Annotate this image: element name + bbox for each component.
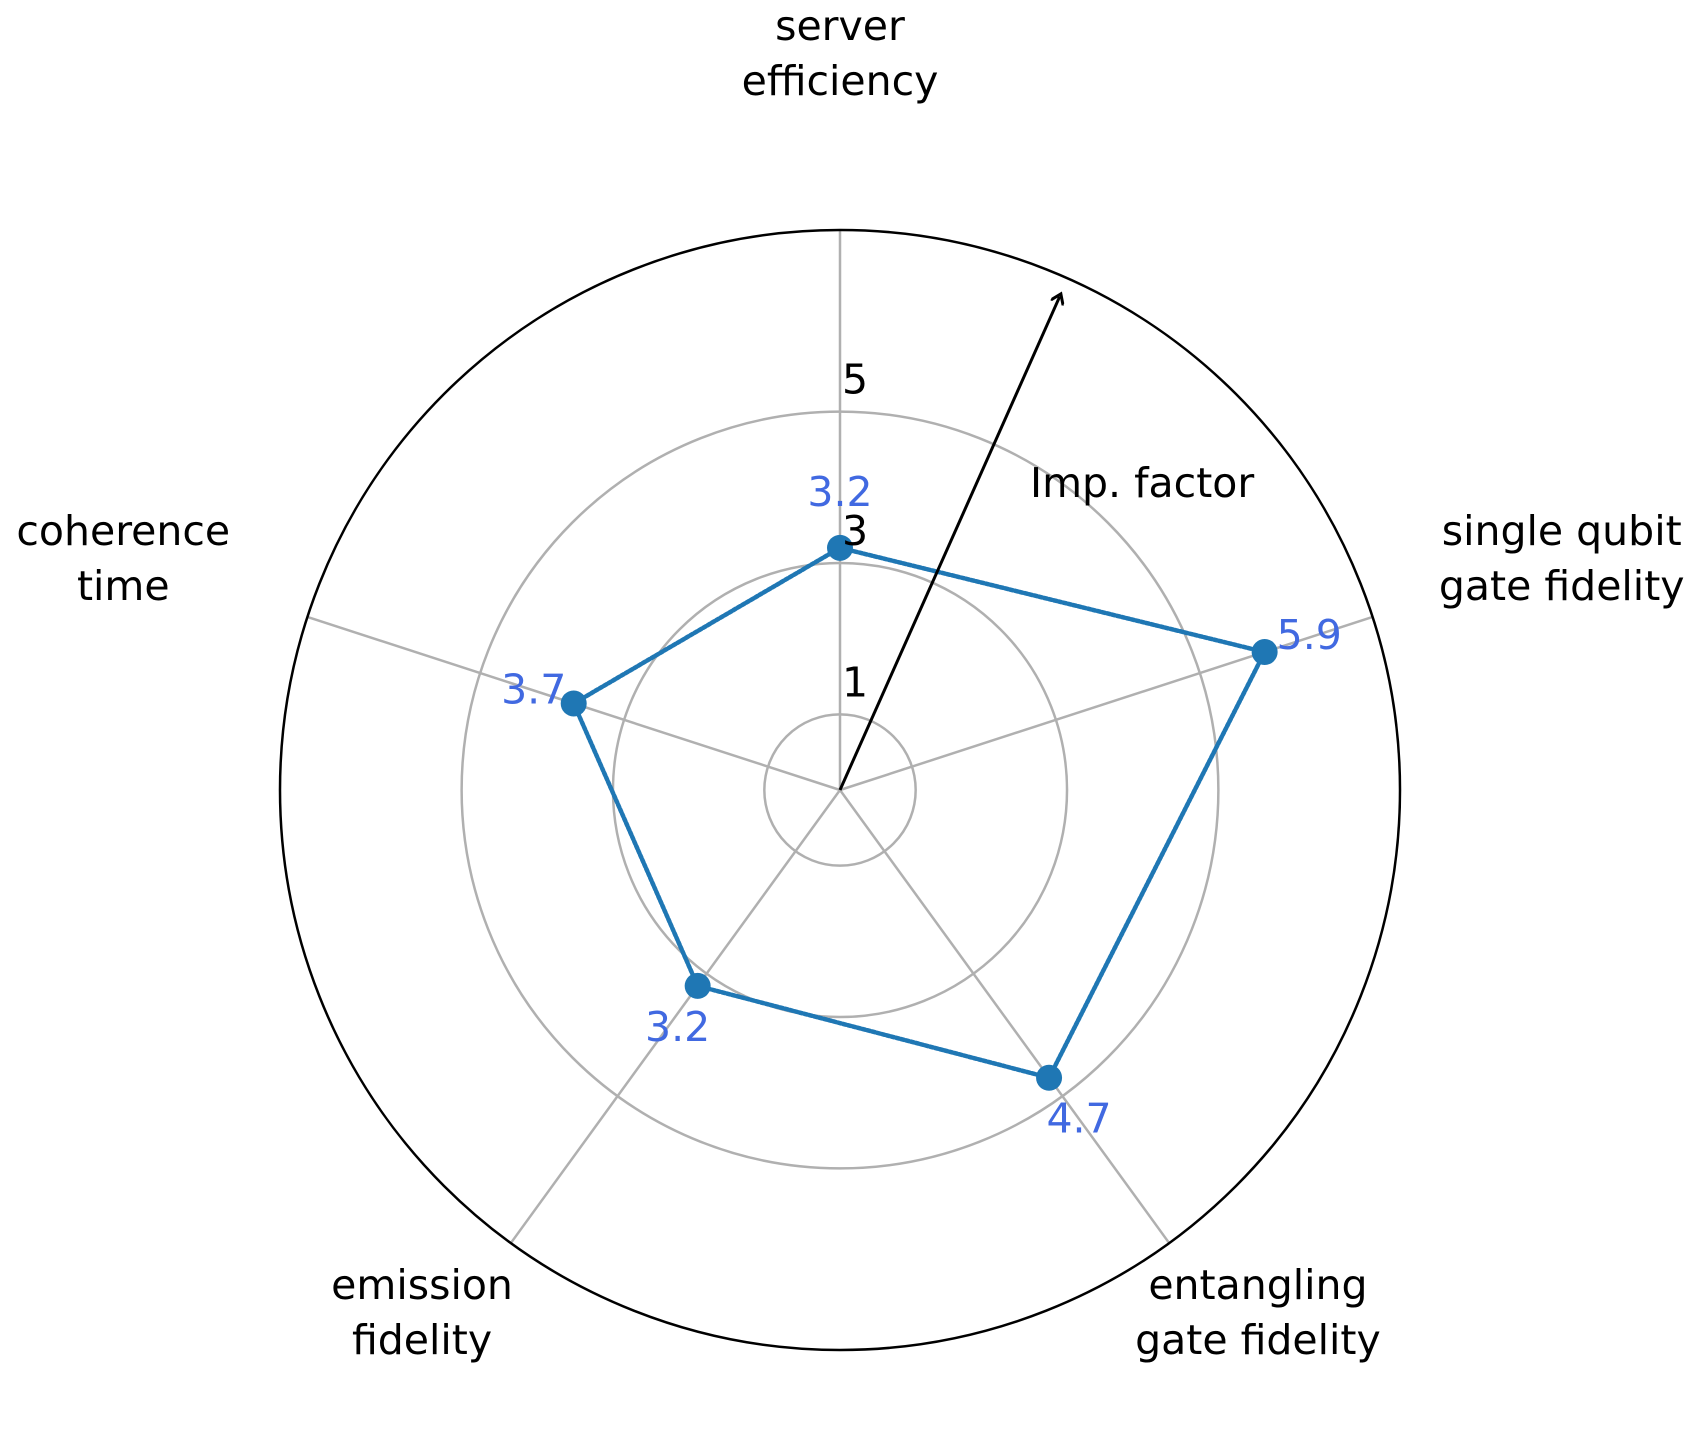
category-label-3-line-0: emission — [331, 1261, 513, 1309]
series-edge-2 — [695, 983, 1052, 1080]
value-label-2: 4.7 — [1046, 1095, 1111, 1143]
category-label-0: server efficiency — [742, 2, 939, 105]
category-label-4-line-0: coherence — [16, 507, 230, 555]
category-label-0-line-0: server — [775, 2, 905, 50]
series-edge-shadow-4 — [571, 545, 843, 706]
series-layer — [560, 534, 1278, 1091]
imp-factor-label: Imp. factor — [1030, 459, 1254, 507]
spoke-2 — [838, 789, 1171, 1244]
category-label-2-line-1: gate fidelity — [1135, 1316, 1381, 1364]
polar-frame — [278, 228, 1402, 1352]
series-edge-shadow-1 — [1046, 649, 1267, 1080]
category-label-2: entangling gate fidelity — [1135, 1261, 1381, 1364]
category-label-4: coherence time — [16, 507, 230, 610]
category-label-2-line-0: entangling — [1148, 1261, 1367, 1309]
category-label-3-line-1: fidelity — [352, 1316, 492, 1364]
value-label-3: 3.2 — [645, 1003, 710, 1051]
label-layer: 1 3 5 3.2 5.9 4.7 3.2 3.7 server efficiency single… — [16, 2, 1684, 1364]
category-label-1-line-1: gate fidelity — [1439, 562, 1684, 610]
category-label-0-line-1: efficiency — [742, 57, 939, 105]
series-marker-4 — [560, 690, 587, 717]
category-label-1-line-0: single qubit — [1442, 507, 1682, 555]
category-label-4-line-1: time — [77, 562, 170, 610]
category-label-3: emission fidelity — [331, 1261, 513, 1364]
series-edge-shadow-3 — [571, 701, 700, 989]
value-label-4: 3.7 — [501, 665, 566, 713]
imp-factor-arrow — [838, 297, 1060, 791]
radial-tick-label-1: 3 — [842, 507, 868, 555]
spoke-1 — [839, 615, 1373, 792]
spoke-3 — [509, 789, 842, 1244]
series-marker-0 — [827, 534, 853, 561]
radial-tick-label-2: 5 — [842, 356, 868, 404]
value-label-1: 5.9 — [1277, 611, 1342, 659]
value-label-0: 3.2 — [807, 468, 872, 516]
series-marker-3 — [684, 972, 711, 999]
annotation-layer — [838, 297, 1060, 791]
radial-tick-label-0: 1 — [842, 658, 868, 706]
series-marker-1 — [1251, 639, 1278, 666]
series-edge-shadow-0 — [837, 545, 1267, 655]
series-marker-2 — [1036, 1064, 1063, 1091]
category-label-1: single qubit gate fidelity — [1439, 507, 1684, 610]
